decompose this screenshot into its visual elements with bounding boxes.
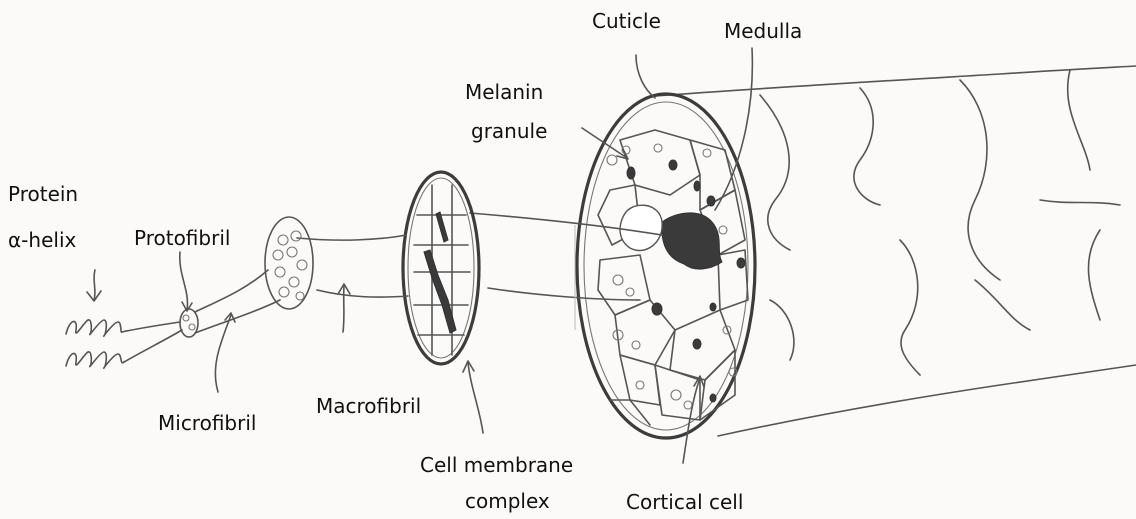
label-medulla: Medulla	[724, 19, 802, 43]
label-granule: granule	[471, 119, 547, 143]
connector-lower	[488, 288, 640, 300]
label-protofibril: Protofibril	[134, 226, 230, 250]
label-complex: complex	[465, 489, 550, 513]
label-macrofibril: Macrofibril	[316, 394, 421, 418]
hair-cross-section	[577, 94, 755, 438]
label-cuticle: Cuticle	[592, 9, 661, 33]
alpha-helix-coils	[66, 320, 182, 368]
macrofibril-cross-section	[403, 172, 479, 364]
microfibril-cross-section	[265, 217, 313, 309]
connector-proto-micro-upper	[195, 270, 268, 312]
connector-micro-macro-upper	[297, 235, 406, 240]
label-cortical-cell: Cortical cell	[626, 490, 743, 514]
label-microfibril: Microfibril	[158, 411, 256, 435]
label-cell-membrane: Cell membrane	[420, 453, 573, 477]
label-melanin: Melanin	[465, 80, 543, 104]
label-alpha-helix: α-helix	[8, 228, 76, 252]
hair-shaft	[655, 66, 1136, 436]
connector-micro-macro-lower	[317, 290, 408, 297]
protofibril-cross-section	[180, 309, 198, 337]
connector-proto-micro-lower	[195, 300, 280, 333]
label-protein: Protein	[8, 182, 78, 206]
